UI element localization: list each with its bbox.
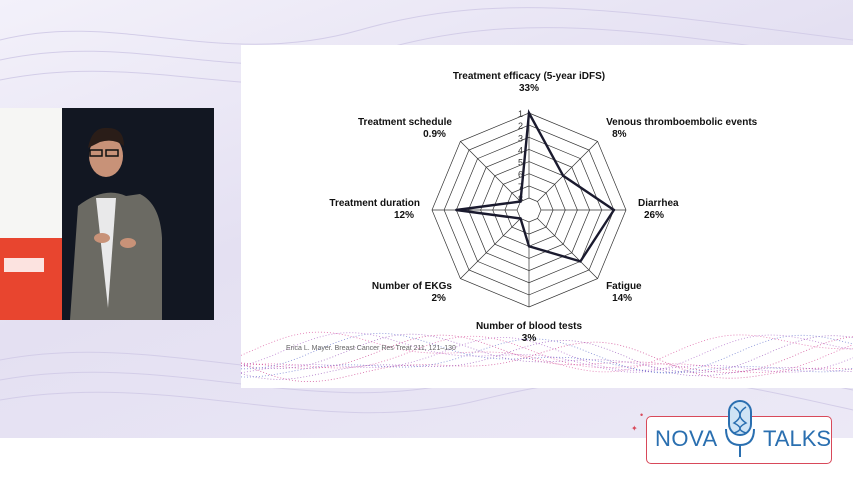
axis-label: Number of EKGs — [372, 281, 452, 292]
axis-weight-label: 8% — [612, 129, 627, 140]
rank-tick-label: 1 — [518, 109, 523, 119]
axis-labels: Treatment efficacy (5-year iDFS)33%Venou… — [329, 71, 757, 344]
grid-spoke — [460, 218, 521, 279]
series-point — [527, 111, 531, 115]
series-point — [519, 200, 522, 203]
nova-talks-logo: NOVA TALKS — [646, 400, 832, 464]
slide-wave-decoration — [241, 331, 853, 383]
series-point — [579, 260, 582, 263]
radar-series — [455, 108, 616, 263]
axis-weight-label: 0.9% — [423, 129, 446, 140]
citation: Erica L. Mayer. Breast Cancer Res Treat … — [286, 345, 456, 352]
rank-tick-label: 3 — [518, 133, 523, 143]
logo-text-talks: TALKS — [763, 426, 832, 451]
logo-dot-icon: • — [640, 410, 644, 420]
series-point — [519, 217, 522, 220]
speaker-figure — [0, 108, 214, 320]
grid-spoke — [460, 141, 521, 202]
logo-star-icon: ✦ — [631, 424, 638, 433]
axis-label: Number of blood tests — [476, 321, 583, 332]
axis-weight-label: 2% — [431, 293, 446, 304]
wave-line — [241, 331, 853, 373]
wave-line — [241, 338, 853, 378]
series-point — [562, 174, 565, 177]
axis-weight-label: 33% — [519, 83, 539, 94]
grid-spoke — [537, 141, 598, 202]
radar-grid — [431, 112, 627, 308]
axis-weight-label: 26% — [644, 210, 664, 221]
axis-weight-label: 12% — [394, 210, 414, 221]
series-line — [456, 108, 616, 263]
wave-line — [241, 335, 853, 373]
speaker-video — [0, 108, 214, 320]
series-point — [612, 208, 616, 212]
axis-weight-label: 3% — [522, 333, 537, 344]
rank-tick-label: 7 — [518, 182, 523, 192]
axis-label: Treatment efficacy (5-year iDFS) — [453, 71, 605, 82]
wave-line — [241, 332, 853, 373]
axis-label: Fatigue — [606, 281, 642, 292]
series-point — [527, 245, 531, 248]
axis-label: Treatment schedule — [358, 117, 452, 128]
grid-spoke — [537, 218, 598, 279]
wave-line — [241, 334, 853, 373]
axis-label: Diarrhea — [638, 198, 679, 209]
rank-tick-label: 2 — [518, 121, 523, 131]
axis-weight-label: 14% — [612, 293, 632, 304]
axis-label: Venous thromboembolic events — [606, 117, 758, 128]
series-point — [455, 208, 458, 212]
dna-microphone-icon — [725, 400, 755, 457]
wave-line — [241, 333, 853, 373]
axis-label: Treatment duration — [329, 198, 420, 209]
rank-tick-label: 6 — [518, 170, 523, 180]
wave-line — [241, 341, 853, 383]
rank-tick-label: 4 — [518, 145, 523, 155]
logo-text-nova: NOVA — [655, 426, 718, 451]
wave-line — [241, 332, 853, 373]
rank-tick-label: 5 — [518, 158, 523, 168]
wave-line — [241, 337, 853, 374]
